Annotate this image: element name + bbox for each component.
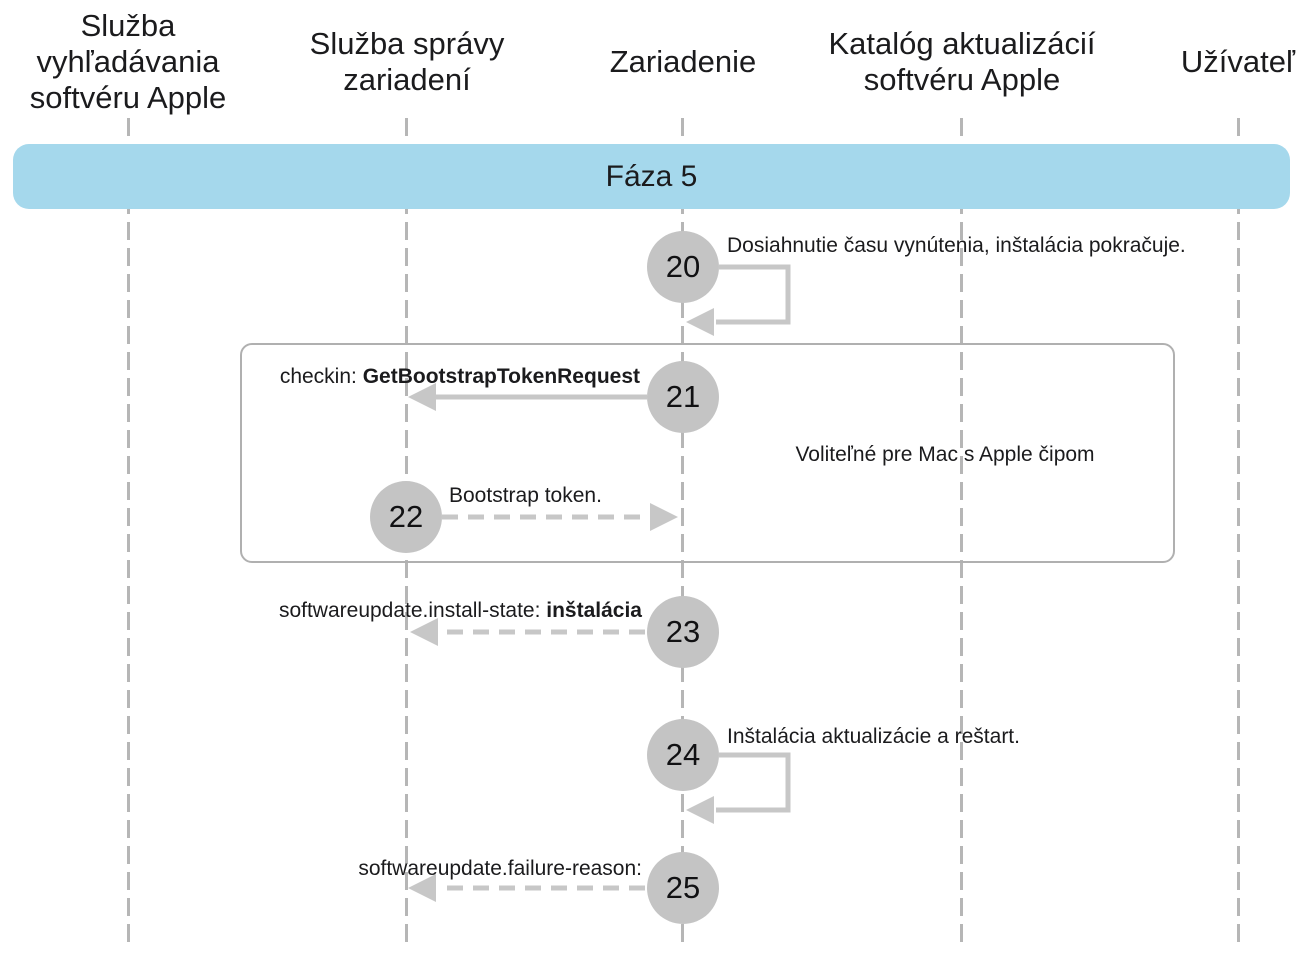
step-22-label: Bootstrap token. [449,484,602,507]
arrow-left-icon [408,874,436,902]
step-23-label-emphasis: inštalácia [546,599,642,622]
step-21-badge: 21 [647,361,719,433]
step-23-badge: 23 [647,596,719,668]
step-24-number: 24 [665,737,701,772]
lane-header-sluzba-spravy: Služba správy zariadení [309,26,505,97]
step-25-number: 25 [665,870,701,905]
step-24-label: Inštalácia aktualizácie a reštart. [727,725,1020,748]
step-23-dashed-arrow [410,618,645,646]
step-25-dashed-arrow [408,874,645,902]
arrow-right-icon [650,503,678,531]
step-20-badge: 20 [647,231,719,303]
step-20-label: Dosiahnutie času vynútenia, inštalácia p… [727,234,1186,257]
optional-group-box [240,343,1175,563]
lane-header-katalog: Katalóg aktualizácií softvéru Apple [828,26,1096,97]
lane-header-sluzba-vyhladavania: Služba vyhľadávania softvéru Apple [29,8,227,115]
step-24-badge: 24 [647,719,719,791]
phase-banner: Fáza 5 [13,144,1290,209]
step-21-number: 21 [665,379,701,414]
lifeline-zariadenie [681,118,684,946]
arrow-left-icon [410,618,438,646]
step-24-self-loop-arrow [686,752,791,824]
step-22-dashed-arrow [442,503,678,531]
lane-header-uzivatel: Užívateľ [1180,44,1296,79]
step-23-number: 23 [665,614,701,649]
step-21-solid-arrow [408,383,647,411]
step-25-label: softwareupdate.failure-reason: [358,857,642,880]
phase-banner-label: Fáza 5 [605,159,698,193]
lifeline-uzivatel [1237,118,1240,946]
step-25-badge: 25 [647,852,719,924]
step-21-label-prefix: checkin: [279,365,363,388]
step-23-label: softwareupdate.install-state: inštalácia [242,599,642,623]
arrow-left-icon [686,796,714,824]
step-20-number: 20 [665,249,701,284]
optional-group-label: Voliteľné pre Mac s Apple čipom [795,443,1095,466]
lane-header-zariadenie: Zariadenie [609,44,757,79]
lifeline-katalog [960,118,963,946]
arrow-left-icon [686,308,714,336]
arrow-left-icon [408,383,436,411]
step-21-label-emphasis: GetBootstrapTokenRequest [362,365,640,388]
step-23-label-prefix: softwareupdate.install-state: [278,599,547,622]
lifeline-sluzba-vyhladavania [127,118,130,946]
step-22-badge: 22 [370,481,442,553]
step-21-label: checkin: GetBootstrapTokenRequest [240,365,640,389]
step-22-number: 22 [388,499,424,534]
step-20-self-loop-arrow [686,264,791,336]
